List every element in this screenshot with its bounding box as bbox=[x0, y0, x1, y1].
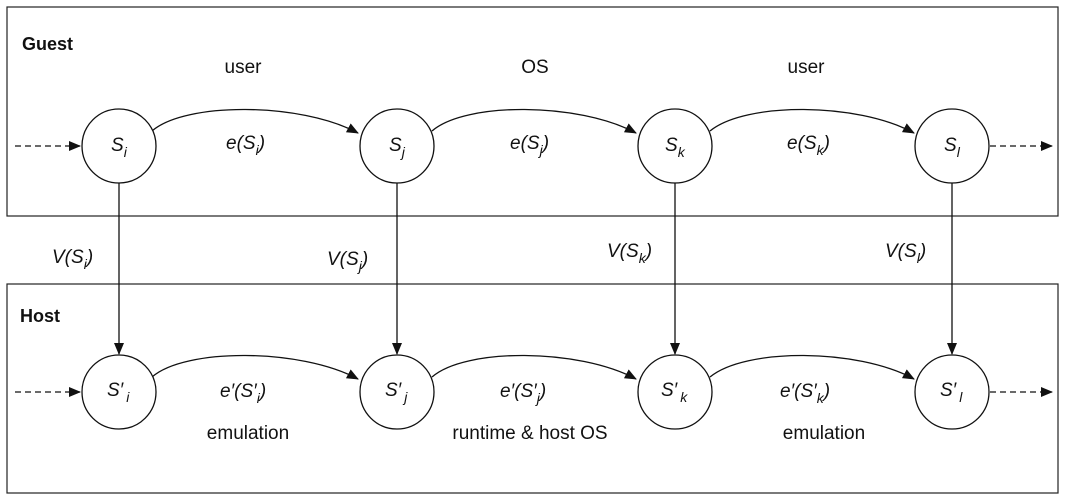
host-transition-arrow bbox=[709, 354, 915, 380]
guest-state-label: Sl bbox=[944, 135, 961, 160]
guest-state-node bbox=[81, 108, 157, 184]
host-state-node bbox=[914, 354, 990, 430]
guest-edge-label: e(Sk) bbox=[787, 133, 830, 158]
host-state-label: S′j bbox=[385, 380, 408, 405]
host-title: Host bbox=[20, 306, 60, 326]
host-state-node bbox=[81, 354, 157, 430]
guest-state-node bbox=[914, 108, 990, 184]
host-state-label: S′k bbox=[661, 380, 688, 405]
host-state-label: S′l bbox=[940, 380, 963, 405]
host-edge-label: e′(S′i) bbox=[220, 381, 266, 406]
guest-title: Guest bbox=[22, 34, 73, 54]
mapping-label: V(Sj) bbox=[327, 249, 368, 274]
guest-transition-label: OS bbox=[521, 57, 548, 78]
host-transition-arrow bbox=[151, 354, 359, 380]
host-edge-label: e′(S′k) bbox=[780, 381, 830, 406]
guest-transition-label: user bbox=[788, 57, 826, 78]
host-transition-arrow bbox=[431, 354, 637, 380]
guest-transition-arrow bbox=[431, 108, 637, 134]
host-state-label: S′i bbox=[107, 380, 130, 405]
host-edge-label: e′(S′j) bbox=[500, 381, 546, 406]
guest-edge-label: e(Si) bbox=[226, 133, 265, 158]
host-edge-caption: runtime & host OS bbox=[452, 423, 607, 444]
mapping-label: V(Sl) bbox=[885, 241, 926, 266]
guest-transition-arrow bbox=[709, 108, 915, 134]
guest-state-label: Sj bbox=[389, 135, 406, 160]
guest-panel bbox=[6, 6, 1059, 217]
guest-transition-label: user bbox=[225, 57, 263, 78]
mapping-label: V(Sk) bbox=[607, 241, 652, 266]
guest-state-label: Si bbox=[111, 135, 128, 160]
mapping-label: V(Si) bbox=[52, 247, 93, 272]
guest-edge-label: e(Sj) bbox=[510, 133, 549, 158]
host-state-node bbox=[637, 354, 713, 430]
guest-transition-arrow bbox=[151, 108, 359, 134]
guest-state-node bbox=[359, 108, 435, 184]
guest-state-node bbox=[637, 108, 713, 184]
host-state-node bbox=[359, 354, 435, 430]
host-edge-caption: emulation bbox=[207, 423, 289, 444]
host-edge-caption: emulation bbox=[783, 423, 865, 444]
guest-state-label: Sk bbox=[665, 135, 686, 160]
host-panel bbox=[6, 283, 1059, 494]
